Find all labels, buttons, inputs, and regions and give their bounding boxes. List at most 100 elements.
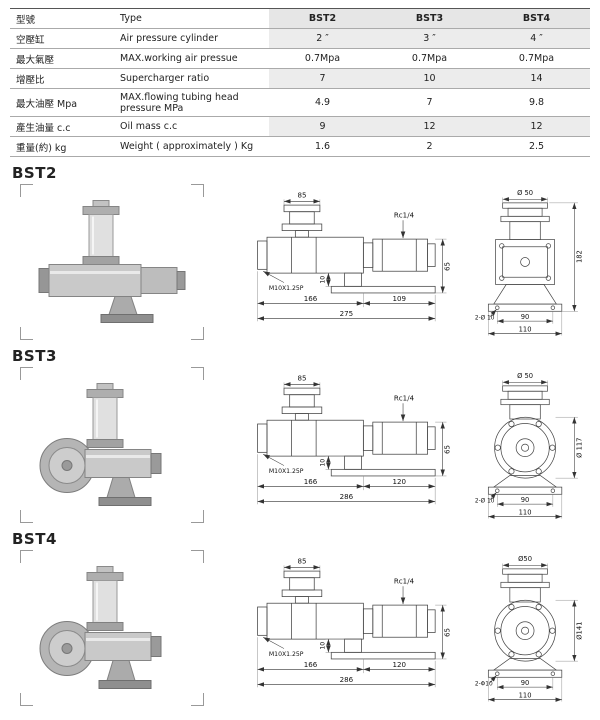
- dim-top-width: 85: [297, 557, 306, 566]
- frame-corner: [191, 510, 204, 523]
- dim-length-1: 166: [304, 660, 318, 669]
- cell-value: 10: [376, 68, 483, 89]
- cell-value: 0.7Mpa: [483, 48, 590, 69]
- dim-top-diameter: Ø 50: [517, 372, 533, 380]
- table-row: 最大氣壓 MAX.working air pressue 0.7Mpa 0.7M…: [10, 48, 590, 69]
- dim-base-holes: 2-Φ10: [475, 681, 493, 687]
- cell-value: 0.7Mpa: [269, 48, 376, 69]
- side-view-drawing: 85 Rc1/4 M10X1.25P 65 10 166 109 275: [250, 191, 451, 332]
- dim-port-thread: Rc1/4: [394, 576, 415, 585]
- row-label-cn: 重量(約) kg: [10, 136, 114, 157]
- cell-value: 12: [483, 116, 590, 137]
- cell-value: 1.6: [269, 136, 376, 157]
- technical-drawings: 85 Rc1/4 M10X1.25P 65 10 166 109 275 Ø 5…: [250, 184, 586, 340]
- cell-value: 7: [269, 68, 376, 89]
- product-photo-image: [37, 199, 187, 324]
- product-photo-image: [38, 382, 163, 507]
- dim-length-2: 120: [393, 477, 407, 486]
- dim-width-inner: 90: [521, 313, 530, 321]
- header-type-en: Type: [114, 8, 269, 29]
- dim-base-holes: 2-Ø 10: [475, 497, 495, 504]
- table-row: 最大油壓 Mpa MAX.flowing tubing head pressur…: [10, 88, 590, 117]
- cell-value: 3 ″: [376, 28, 483, 49]
- dim-flange-diameter: Ø141: [576, 622, 584, 640]
- table-row: 增壓比 Supercharger ratio 7 10 14: [10, 68, 590, 89]
- frame-corner: [191, 327, 204, 340]
- dim-foot-height: 10: [320, 642, 327, 650]
- section-title: BST2: [12, 164, 57, 182]
- dim-base-holes: 2-Ø 10: [475, 314, 495, 321]
- frame-corner: [20, 693, 33, 706]
- header-model-bst2: BST2: [269, 8, 376, 29]
- product-photo-bst3: [20, 367, 204, 523]
- dim-flange-diameter: Ø 117: [576, 438, 584, 458]
- table-row: 空壓缸 Air pressure cylinder 2 ″ 3 ″ 4 ″: [10, 28, 590, 49]
- dim-height-right: 65: [442, 445, 451, 454]
- dim-top-diameter: Ø 50: [517, 189, 533, 197]
- front-view-drawing: Ø50 Ø141 2-Φ10 90 110: [475, 555, 584, 706]
- frame-corner: [20, 510, 33, 523]
- dim-width-inner: 90: [521, 679, 530, 687]
- dim-height-right: 65: [442, 628, 451, 637]
- dim-port-thread: Rc1/4: [394, 393, 415, 402]
- row-label-cn: 最大油壓 Mpa: [10, 88, 114, 117]
- dim-mount-thread: M10X1.25P: [269, 651, 304, 658]
- row-label-cn: 空壓缸: [10, 28, 114, 49]
- cell-value: 14: [483, 68, 590, 89]
- header-model-bst3: BST3: [376, 8, 483, 29]
- cell-value: 2: [376, 136, 483, 157]
- dim-length-2: 109: [393, 294, 407, 303]
- row-label-en: MAX.flowing tubing head pressure MPa: [114, 88, 269, 117]
- row-label-en: Oil mass c.c: [114, 116, 269, 137]
- dim-width-outer: 110: [519, 691, 532, 699]
- section-bst4: BST4 85 Rc1/4 M10X1.25P 65 10 166 120: [10, 530, 590, 706]
- side-view-drawing: 85 Rc1/4 M10X1.25P 65 10 166 120 286: [250, 557, 451, 698]
- cell-value: 12: [376, 116, 483, 137]
- frame-corner: [191, 693, 204, 706]
- front-view-drawing: Ø 50 182 2-Ø 10 90 110: [475, 189, 584, 340]
- section-title: BST4: [12, 530, 57, 548]
- spec-table: 型號 Type BST2 BST3 BST4 空壓缸 Air pressure …: [10, 8, 590, 157]
- dim-width-inner: 90: [521, 496, 530, 504]
- section-bst2: BST2 85 Rc1/4 M10X1.25P 65 10 166 109: [10, 164, 590, 340]
- dim-length-2: 120: [393, 660, 407, 669]
- cell-value: 4.9: [269, 88, 376, 117]
- dim-top-width: 85: [297, 374, 306, 383]
- dim-total-length: 275: [340, 309, 354, 318]
- dim-foot-height: 10: [320, 276, 327, 284]
- frame-corner: [20, 550, 33, 563]
- dim-total-length: 286: [340, 675, 354, 684]
- header-type-cn: 型號: [10, 8, 114, 29]
- table-header-row: 型號 Type BST2 BST3 BST4: [10, 8, 590, 29]
- dim-top-width: 85: [297, 191, 306, 200]
- cell-value: 2 ″: [269, 28, 376, 49]
- dim-port-thread: Rc1/4: [394, 210, 415, 219]
- row-label-cn: 產生油量 c.c: [10, 116, 114, 137]
- dim-length-1: 166: [304, 477, 318, 486]
- dim-total-length: 286: [340, 492, 354, 501]
- frame-corner: [20, 367, 33, 380]
- frame-corner: [191, 550, 204, 563]
- technical-drawings: 85 Rc1/4 M10X1.25P 65 10 166 120 286 Ø50…: [250, 550, 586, 706]
- product-photo-bst4: [20, 550, 204, 706]
- row-label-cn: 增壓比: [10, 68, 114, 89]
- dim-mount-thread: M10X1.25P: [269, 468, 304, 475]
- dim-height-right: 65: [442, 262, 451, 271]
- row-label-en: Supercharger ratio: [114, 68, 269, 89]
- cell-value: 9.8: [483, 88, 590, 117]
- dim-mount-thread: M10X1.25P: [269, 285, 304, 292]
- dim-width-outer: 110: [519, 325, 532, 333]
- cell-value: 0.7Mpa: [376, 48, 483, 69]
- row-label-en: Air pressure cylinder: [114, 28, 269, 49]
- frame-corner: [191, 184, 204, 197]
- dim-top-diameter: Ø50: [518, 555, 532, 563]
- product-photo-bst2: [20, 184, 204, 340]
- product-photo-image: [38, 565, 163, 690]
- technical-drawings: 85 Rc1/4 M10X1.25P 65 10 166 120 286 Ø 5…: [250, 367, 586, 523]
- cell-value: 4 ″: [483, 28, 590, 49]
- table-row: 產生油量 c.c Oil mass c.c 9 12 12: [10, 116, 590, 137]
- dim-length-1: 166: [304, 294, 318, 303]
- section-bst3: BST3 85 Rc1/4 M10X1.25P 65 10 166 120: [10, 347, 590, 523]
- frame-corner: [191, 367, 204, 380]
